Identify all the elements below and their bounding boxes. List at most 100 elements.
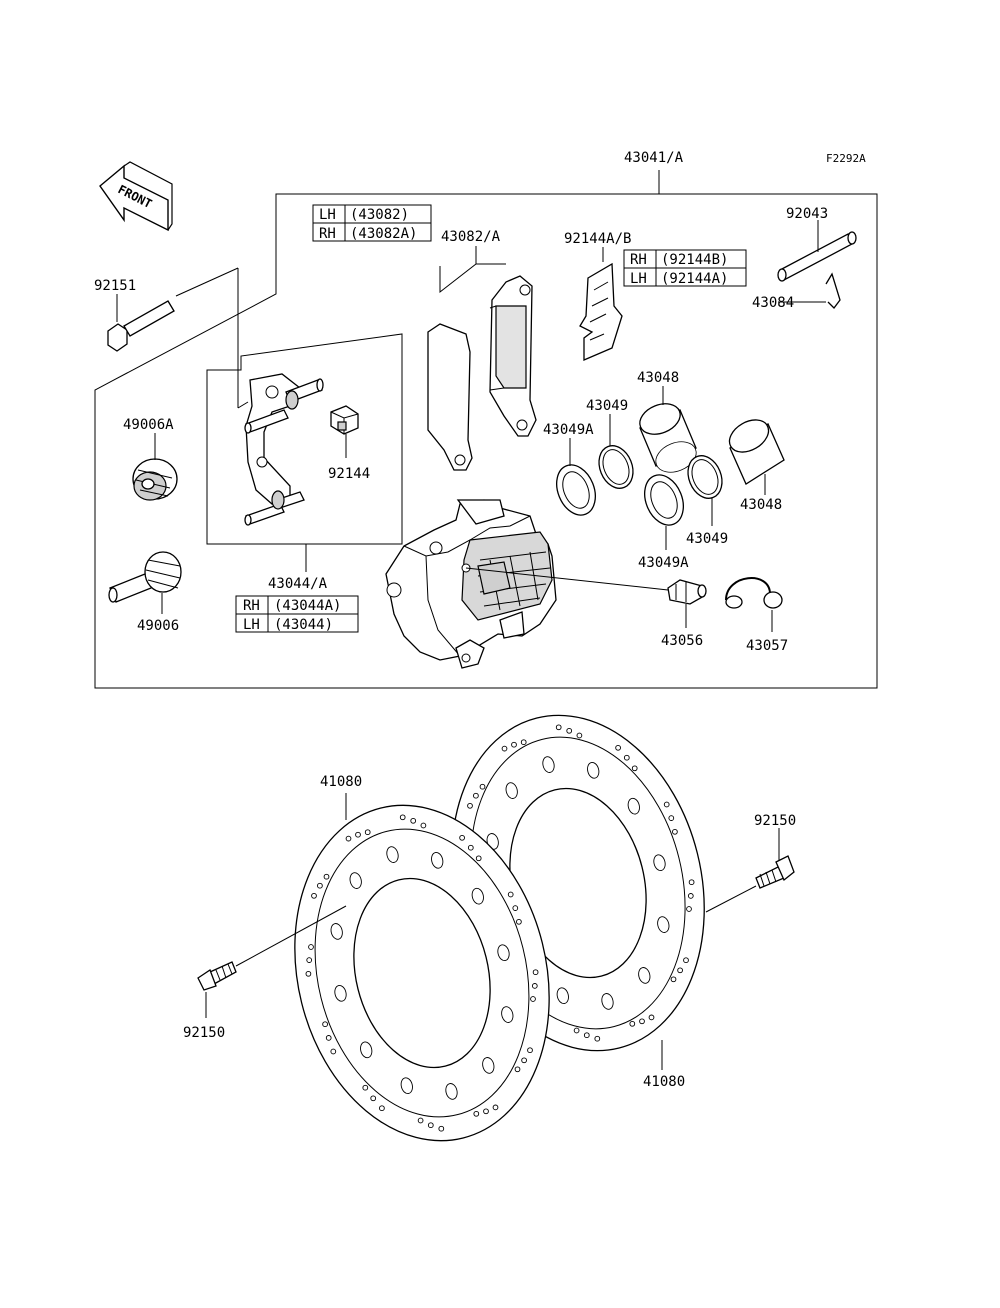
part-43049a-top: 43049A <box>543 422 594 438</box>
disc-slot <box>349 872 362 889</box>
bleeder-43056 <box>667 579 707 605</box>
figure-code: F2292A <box>826 152 866 165</box>
disc-drill-hole <box>530 996 536 1002</box>
spring-side-2: LH <box>630 271 647 287</box>
disc-slot <box>501 1006 514 1023</box>
disc-drill-hole <box>492 1104 499 1111</box>
cap-43057 <box>725 577 783 609</box>
pad-code-1: (43082) <box>350 207 409 223</box>
disc-slot <box>400 1077 413 1095</box>
disc-drill-hole <box>629 1020 636 1027</box>
disc-drill-hole <box>663 801 670 808</box>
disc-drill-hole <box>555 724 562 731</box>
pad-side-2: RH <box>319 226 336 242</box>
bolt-axis-left <box>235 905 347 967</box>
caliper-bracket-43044 <box>244 373 324 526</box>
caliper-body <box>385 499 557 669</box>
disc-drill-hole <box>475 855 482 862</box>
disc-drill-hole <box>317 882 323 889</box>
disc-drill-hole <box>379 1105 385 1112</box>
disc-slot <box>431 851 444 869</box>
disc-drill-hole <box>683 957 689 964</box>
disc-drill-hole <box>527 1047 533 1054</box>
bracket-side-1: RH <box>243 598 260 614</box>
disc-drill-hole <box>427 1122 434 1129</box>
disc-drill-hole <box>648 1014 655 1021</box>
brake-pad-43082 <box>427 263 537 471</box>
pad-spring-92144ab <box>579 262 623 361</box>
disc-drill-hole <box>514 1066 521 1073</box>
caliper-assembly-frame <box>94 193 878 689</box>
pad-pin-92043 <box>777 231 857 282</box>
dust-seal-43049a-top <box>556 464 596 516</box>
disc-slot <box>587 761 600 779</box>
disc-drill-hole <box>566 727 573 734</box>
disc-drill-hole <box>362 1084 369 1091</box>
disc-drill-hole <box>306 957 313 963</box>
dust-seal-43049a-bottom <box>644 474 684 526</box>
part-43048-top: 43048 <box>637 370 679 386</box>
seal-43049-bottom-inner <box>691 459 719 495</box>
disc-slot <box>657 916 670 933</box>
part-43057: 43057 <box>746 638 788 654</box>
disc-drill-hole <box>594 1035 601 1042</box>
part-43056: 43056 <box>661 633 703 649</box>
seal-43049-top-inner <box>602 449 630 485</box>
dust-seal-43049a-bottom-inner <box>650 481 678 519</box>
part-49006a: 49006A <box>123 417 174 433</box>
bracket-subassembly-frame <box>206 333 403 545</box>
disc-slot <box>542 756 555 773</box>
part-92043: 92043 <box>786 206 828 222</box>
bracket-code-2: (43044) <box>274 617 333 633</box>
disc-slot <box>330 923 343 940</box>
spring-code-1: (92144B) <box>661 252 728 268</box>
disc-slot <box>653 854 666 872</box>
disc-drill-hole <box>459 834 465 841</box>
bracket-side-2: LH <box>243 617 260 633</box>
disc-drill-hole <box>520 739 527 746</box>
disc-drill-hole <box>410 817 417 824</box>
part-92151: 92151 <box>94 278 136 294</box>
disc-drill-hole <box>532 969 539 976</box>
disc-drill-hole <box>615 744 621 751</box>
disc-drill-hole <box>639 1018 645 1025</box>
pad-code-2: (43082A) <box>350 226 417 242</box>
disc-drill-hole <box>672 828 678 835</box>
clip-43084 <box>825 272 841 309</box>
disc-drill-hole <box>399 814 406 821</box>
disc-slot <box>334 984 347 1002</box>
disc-drill-hole <box>668 815 675 821</box>
part-43049-bottom: 43049 <box>686 531 728 547</box>
dust-seal-43049a-top-inner <box>562 471 590 509</box>
disc-drill-hole <box>467 844 474 851</box>
disc-drill-hole <box>311 892 317 899</box>
boot-49006a <box>132 458 178 501</box>
bolt-axis-tick <box>237 401 249 409</box>
disc-drill-hole <box>501 745 508 752</box>
disc-drill-hole <box>322 1021 328 1028</box>
part-49006: 49006 <box>137 618 179 634</box>
disc-drill-hole <box>688 879 695 886</box>
disc-drill-hole <box>483 1108 489 1115</box>
disc-slot <box>360 1041 373 1059</box>
bracket-variant-table: RH (43044A) LH (43044) <box>235 595 359 633</box>
disc-slot <box>601 993 614 1010</box>
pad-side-1: LH <box>319 207 336 223</box>
part-43049a-bottom: 43049A <box>638 555 689 571</box>
disc-drill-hole <box>576 732 583 739</box>
disc-drill-hole <box>670 976 677 983</box>
disc-drill-hole <box>370 1095 377 1102</box>
disc-drill-hole <box>677 967 683 974</box>
bolt-92151 <box>107 267 239 352</box>
pad-variant-table: LH (43082) RH (43082A) <box>312 204 432 242</box>
spring-variant-table: RH (92144B) LH (92144A) <box>623 249 747 287</box>
disc-slot <box>638 967 651 984</box>
part-43084: 43084 <box>752 295 794 311</box>
disc-drill-hole <box>345 835 352 842</box>
disc-drill-hole <box>583 1032 590 1039</box>
disc-drill-hole <box>364 829 371 836</box>
spring-code-2: (92144A) <box>661 271 728 287</box>
part-92144: 92144 <box>328 466 370 482</box>
disc-drill-hole <box>305 970 312 977</box>
disc-drill-hole <box>473 1110 480 1117</box>
